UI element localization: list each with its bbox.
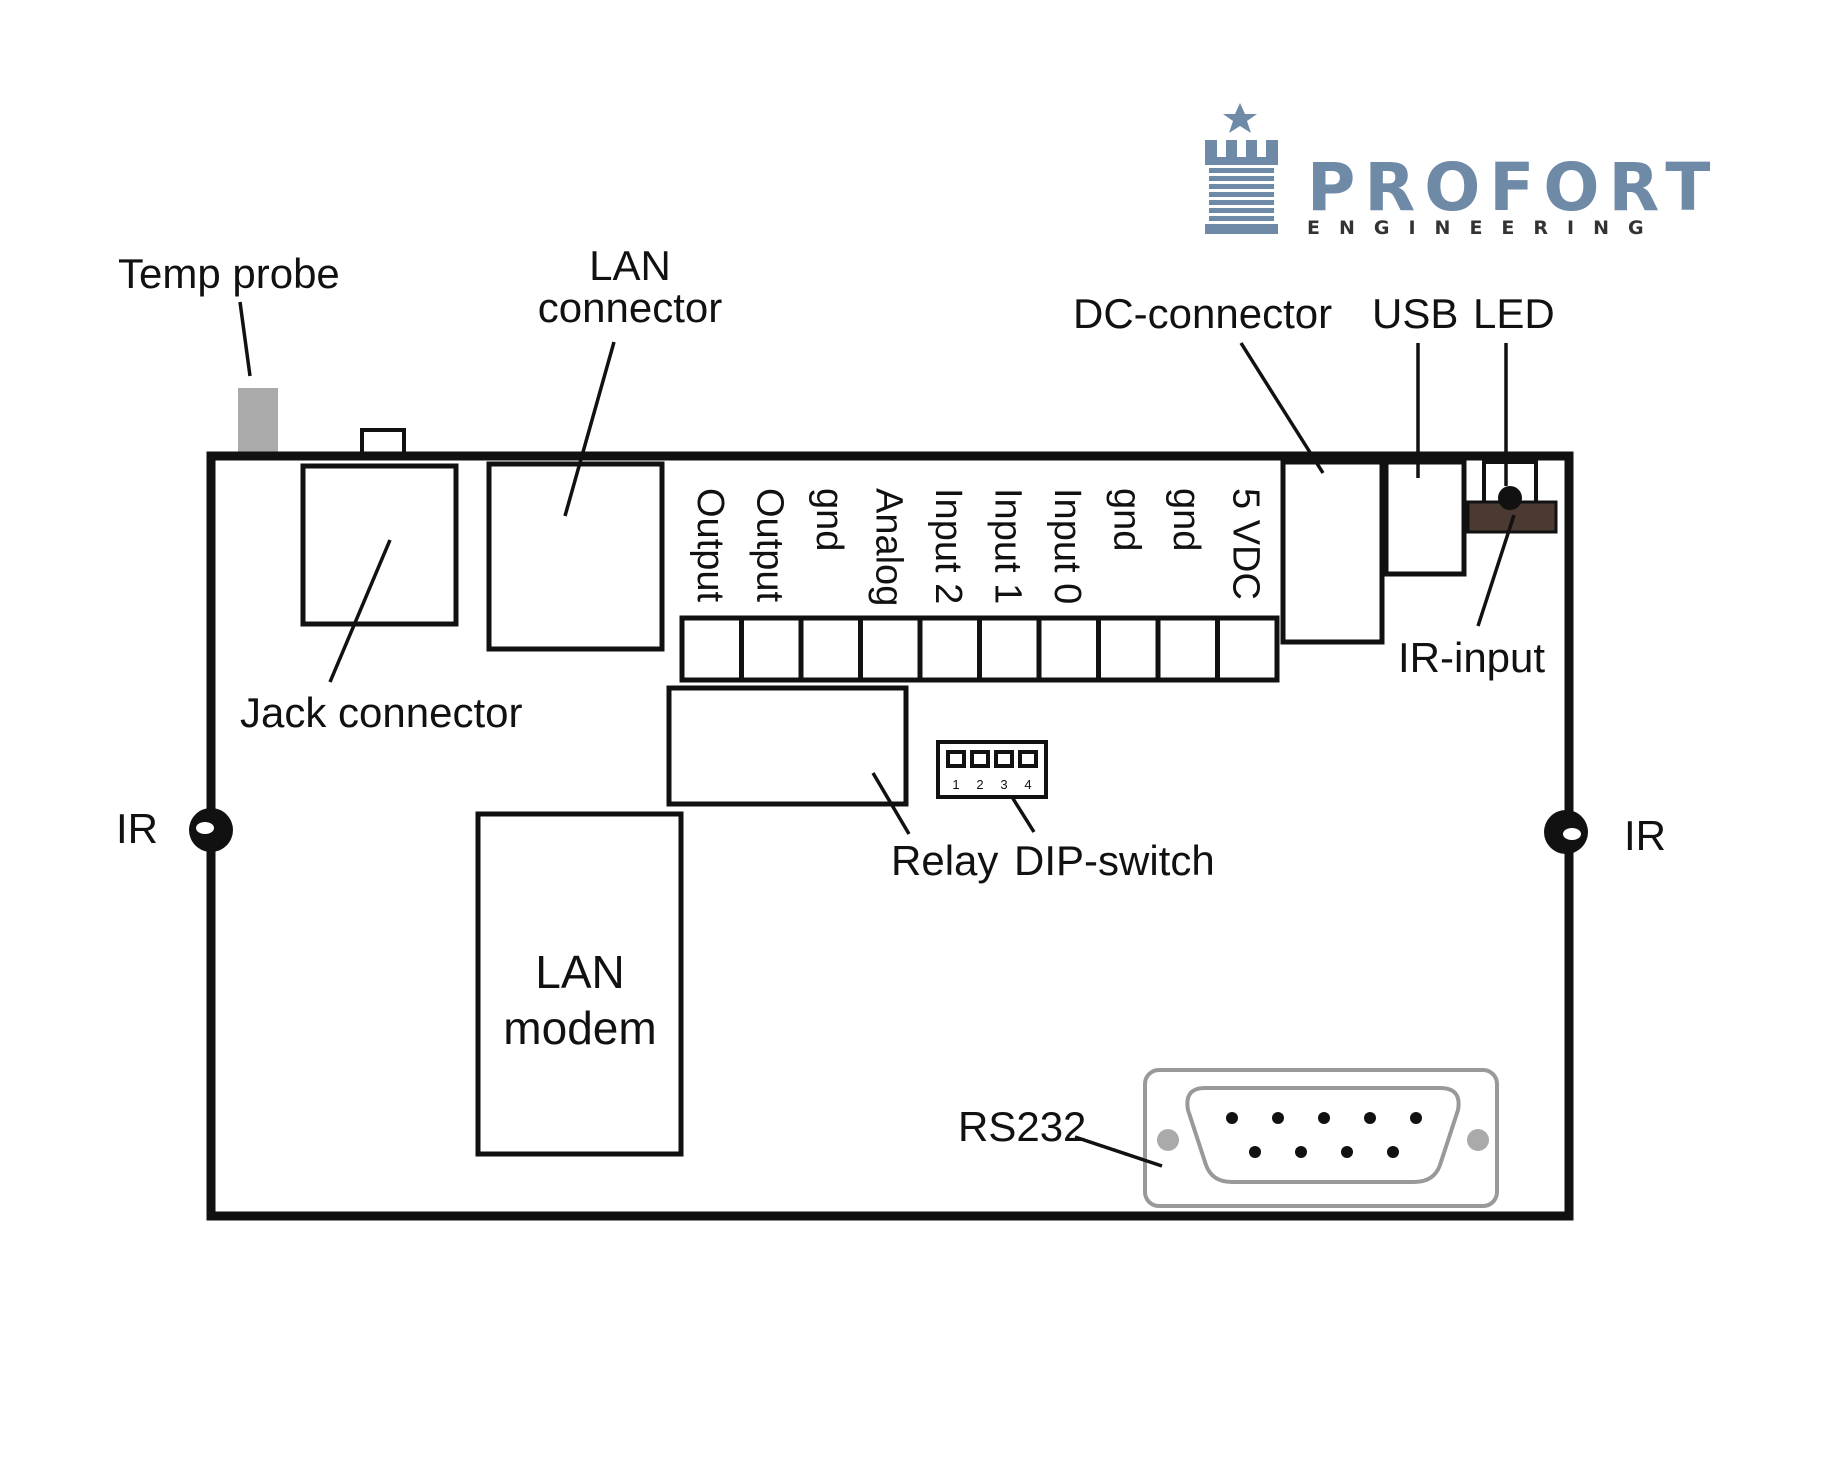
lan-connector-leader bbox=[563, 341, 616, 517]
terminal-pin-label-3: gnd bbox=[808, 488, 850, 551]
brand-name: PROFORT bbox=[1307, 149, 1719, 226]
terminal-pin-3 bbox=[798, 615, 863, 683]
terminal-pin-label-2: Output bbox=[748, 488, 790, 603]
dip-switch: 1 2 3 4 bbox=[936, 740, 1048, 799]
terminal-pin-label-1: Output bbox=[689, 488, 731, 603]
lan-modem-label-line2: modem bbox=[503, 1002, 656, 1054]
dc-connector-leader bbox=[1239, 342, 1325, 474]
terminal-pin-label-7: Input 0 bbox=[1046, 488, 1088, 604]
usb-label: USB bbox=[1372, 290, 1458, 337]
relay-label: Relay bbox=[891, 837, 998, 884]
terminal-pin-10 bbox=[1215, 615, 1280, 683]
terminal-pin-9 bbox=[1155, 615, 1220, 683]
rs232-pin-6 bbox=[1249, 1146, 1261, 1158]
ir-input-label: IR-input bbox=[1398, 634, 1545, 681]
dc-connector bbox=[1280, 459, 1385, 645]
terminal-block: Output Output gnd Analog Input 2 Input 1 Input… bbox=[679, 488, 1280, 683]
rs232-screw-right bbox=[1467, 1129, 1489, 1151]
rs232-shell bbox=[1185, 1086, 1461, 1184]
rs232-pin-1 bbox=[1226, 1112, 1238, 1124]
ir-right bbox=[1544, 810, 1588, 854]
terminal-pin-label-4: Analog bbox=[867, 488, 909, 606]
ir-input-leader bbox=[1476, 514, 1516, 627]
brand-subtitle: ENGINEERING bbox=[1307, 217, 1663, 239]
rs232-pin-3 bbox=[1318, 1112, 1330, 1124]
ir-left-label: IR bbox=[116, 805, 158, 852]
dip-switch-number-4: 4 bbox=[1024, 777, 1031, 792]
terminal-pin-label-10: 5 VDC bbox=[1224, 488, 1266, 600]
profort-logo: PROFORT ENGINEERING bbox=[1205, 103, 1719, 239]
lan-modem-label-line1: LAN bbox=[535, 946, 624, 998]
jack-connector-label: Jack connector bbox=[240, 689, 522, 736]
dip-switch-number-3: 3 bbox=[1000, 777, 1007, 792]
dc-connector-label: DC-connector bbox=[1073, 290, 1332, 337]
ir-right-label: IR bbox=[1624, 812, 1666, 859]
castle-tower-icon bbox=[1205, 103, 1278, 234]
dip-switch-toggle-3 bbox=[994, 750, 1014, 768]
terminal-pin-8 bbox=[1096, 615, 1161, 683]
ir-left bbox=[189, 808, 233, 852]
relay-leader bbox=[871, 772, 911, 835]
rs232-label: RS232 bbox=[958, 1103, 1086, 1150]
dip-switch-leader bbox=[1010, 796, 1036, 833]
terminal-pin-label-8: gnd bbox=[1105, 488, 1147, 551]
lan-modem bbox=[475, 811, 684, 1157]
led-indicator bbox=[1498, 486, 1522, 510]
rs232-screw-left bbox=[1157, 1129, 1179, 1151]
rs232-pin-7 bbox=[1295, 1146, 1307, 1158]
lan-connector-label-line1: LAN bbox=[589, 242, 671, 289]
dip-switch-toggle-2 bbox=[970, 750, 990, 768]
terminal-pin-2 bbox=[739, 615, 804, 683]
dip-switch-toggle-1 bbox=[946, 750, 966, 768]
terminal-pin-label-6: Input 1 bbox=[986, 488, 1028, 604]
terminal-pin-label-9: gnd bbox=[1165, 488, 1207, 551]
usb-port bbox=[1383, 459, 1467, 577]
led-label: LED bbox=[1473, 290, 1555, 337]
terminal-pin-label-5: Input 2 bbox=[927, 488, 969, 604]
rs232-leader bbox=[1074, 1135, 1163, 1168]
rs232-pin-4 bbox=[1364, 1112, 1376, 1124]
temp-probe-leader bbox=[238, 301, 252, 377]
jack-connector-leader bbox=[328, 539, 392, 683]
temp-probe-label: Temp probe bbox=[118, 250, 340, 297]
terminal-pin-4 bbox=[858, 615, 923, 683]
dip-switch-number-1: 1 bbox=[952, 777, 959, 792]
dip-switch-number-2: 2 bbox=[976, 777, 983, 792]
rs232-connector bbox=[1143, 1068, 1499, 1208]
lan-connector bbox=[486, 461, 665, 652]
terminal-pin-1 bbox=[679, 615, 744, 683]
terminal-pin-6 bbox=[977, 615, 1042, 683]
terminal-pin-5 bbox=[917, 615, 982, 683]
rs232-pin-2 bbox=[1272, 1112, 1284, 1124]
temp-probe-plug bbox=[238, 388, 278, 452]
rs232-pins bbox=[1226, 1112, 1422, 1158]
jack-connector bbox=[300, 463, 459, 627]
rs232-pin-8 bbox=[1341, 1146, 1353, 1158]
terminal-pin-7 bbox=[1036, 615, 1101, 683]
lan-connector-label-line2: connector bbox=[538, 284, 722, 331]
rs232-pin-9 bbox=[1387, 1146, 1399, 1158]
rs232-pin-5 bbox=[1410, 1112, 1422, 1124]
dip-switch-label: DIP-switch bbox=[1014, 837, 1215, 884]
dip-switch-toggle-4 bbox=[1018, 750, 1038, 768]
relay bbox=[666, 685, 909, 807]
